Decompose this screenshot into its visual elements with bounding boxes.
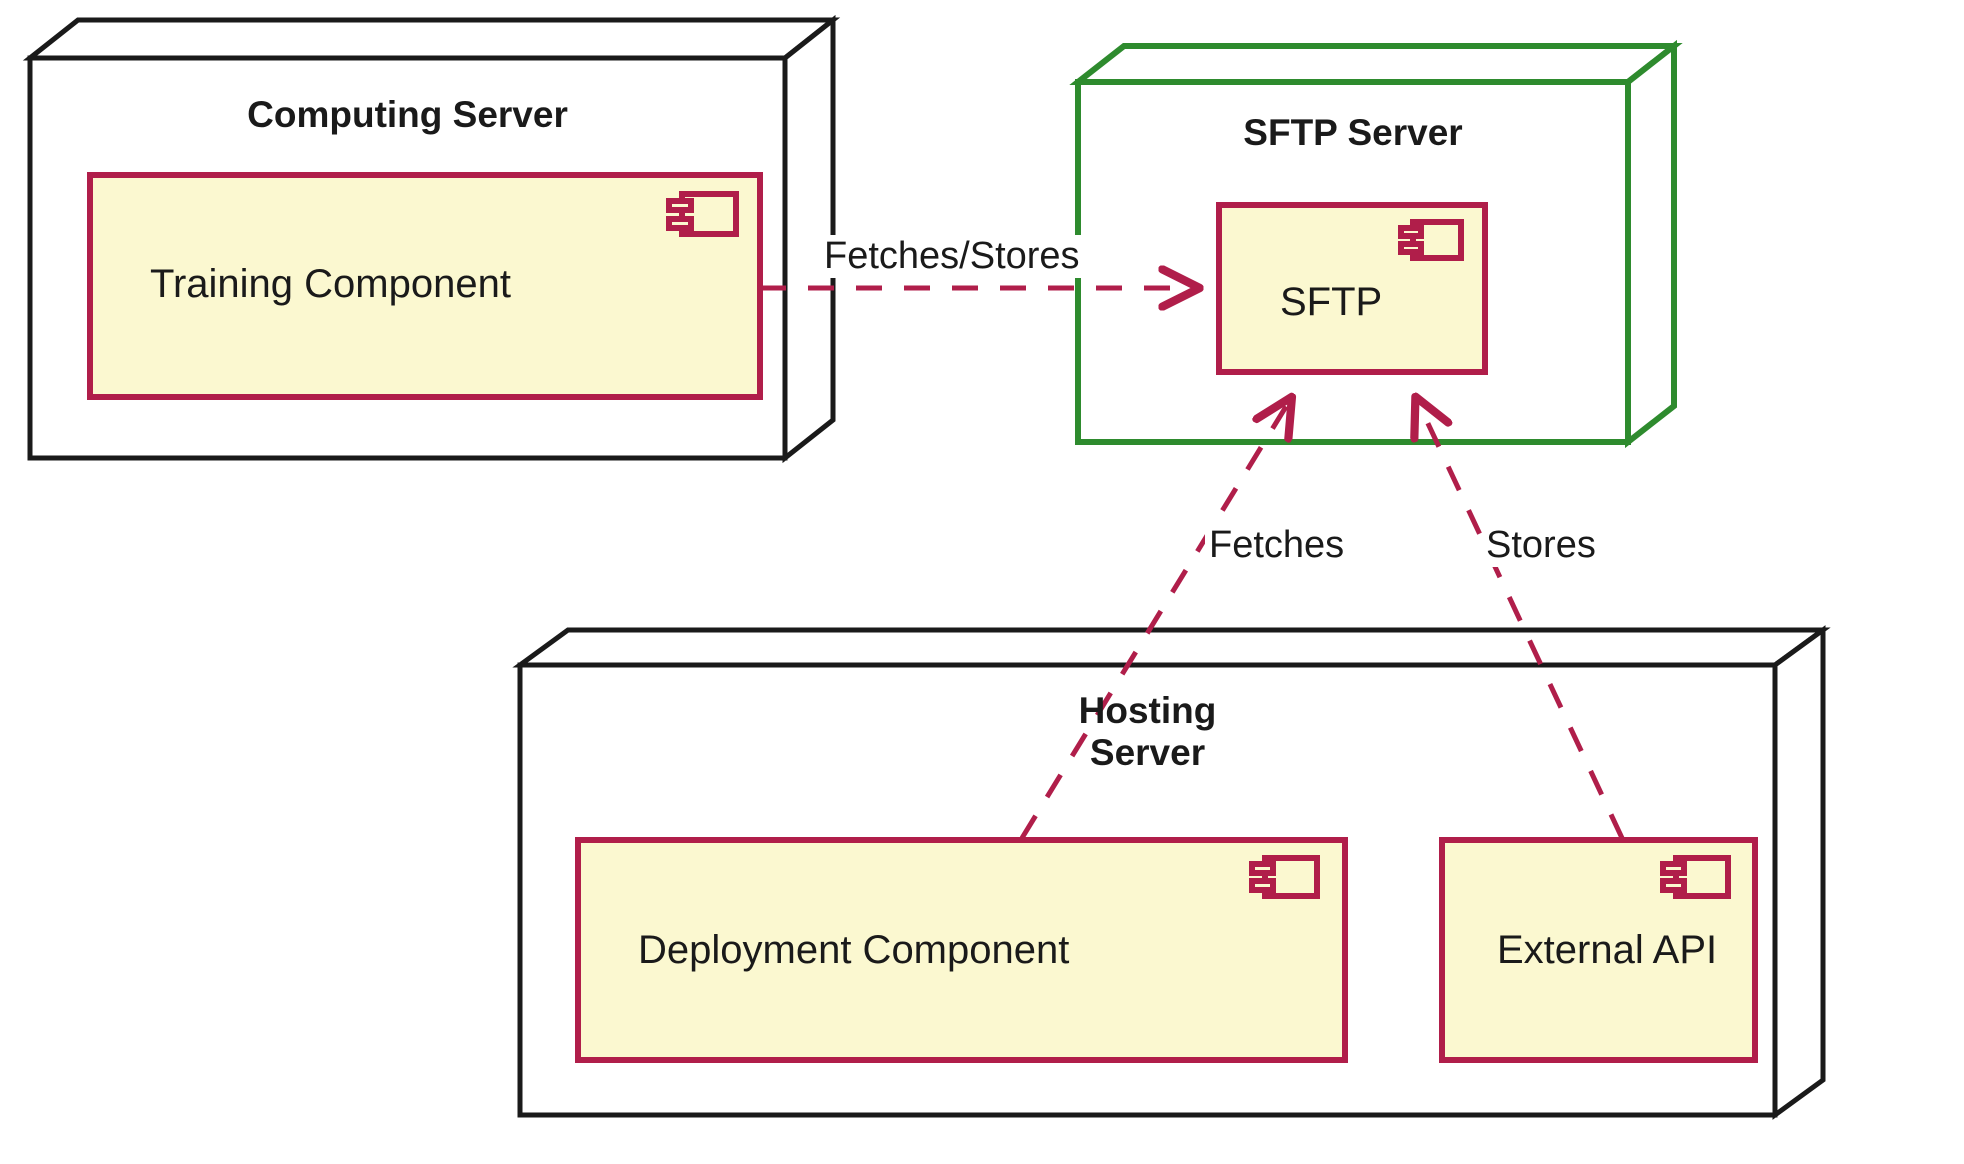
node-computing-server[interactable]: [22, 14, 841, 464]
node-hosting-server-top-face: [512, 627, 1831, 668]
node-hosting-server-side-face: [1772, 625, 1826, 1120]
node-sftp-server-top-face: [1069, 43, 1683, 85]
component-training-component-body: [87, 172, 763, 400]
edge-externalapi-to-sftp[interactable]: [1417, 400, 1625, 840]
node-hosting-server[interactable]: [512, 625, 1831, 1120]
component-sftp-component-body: [1216, 202, 1488, 375]
uml-component-icon: [1660, 855, 1731, 899]
node-computing-server-side-face: [782, 14, 836, 464]
edge-deployment-to-sftp-line: [1019, 400, 1290, 840]
uml-component-icon: [1398, 219, 1464, 261]
uml-component-icon: [1249, 855, 1320, 899]
component-training-component[interactable]: [87, 172, 763, 400]
uml-component-icon: [666, 191, 739, 237]
node-computing-server-top-face: [22, 17, 841, 61]
component-external-api-component-body: [1439, 837, 1758, 1063]
node-sftp-server-side-face: [1625, 39, 1677, 449]
component-external-api-component[interactable]: [1439, 837, 1758, 1063]
edge-deployment-to-sftp[interactable]: [1019, 400, 1290, 840]
node-sftp-server[interactable]: [1069, 39, 1683, 449]
edge-externalapi-to-sftp-line: [1417, 400, 1625, 840]
component-deployment-component-body: [575, 837, 1348, 1063]
component-sftp-component[interactable]: [1216, 202, 1488, 375]
component-deployment-component[interactable]: [575, 837, 1348, 1063]
